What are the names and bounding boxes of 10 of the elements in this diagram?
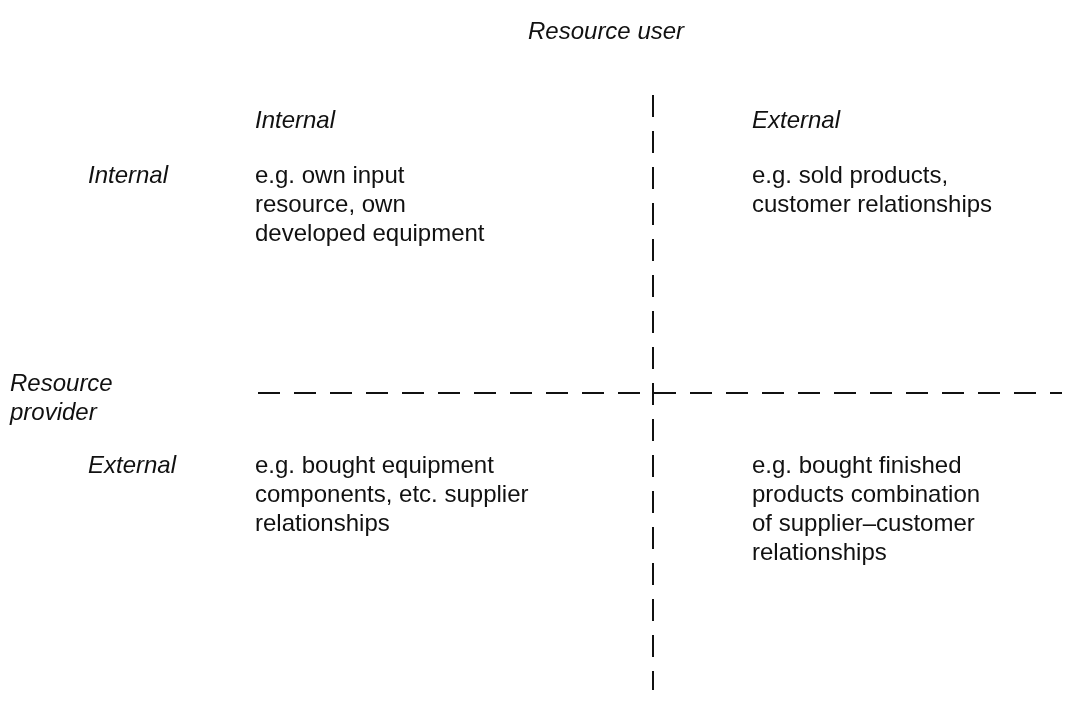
cell-text: e.g. bought finished products combination of supplier–customer relationships bbox=[752, 450, 982, 566]
column-header: External bbox=[752, 105, 842, 134]
cell-text: e.g. own input resource, own developed equipment bbox=[255, 160, 486, 247]
cell-text: e.g. sold products, customer relationships bbox=[752, 160, 994, 218]
cell-text: e.g. bought equipment components, etc. supplier relationships bbox=[255, 450, 530, 537]
row-header: External bbox=[88, 450, 178, 479]
row-header: Internal bbox=[88, 160, 170, 189]
axis-title: Resource user bbox=[528, 16, 686, 45]
axis-title: Resource provider bbox=[10, 368, 114, 426]
column-header: Internal bbox=[255, 105, 337, 134]
